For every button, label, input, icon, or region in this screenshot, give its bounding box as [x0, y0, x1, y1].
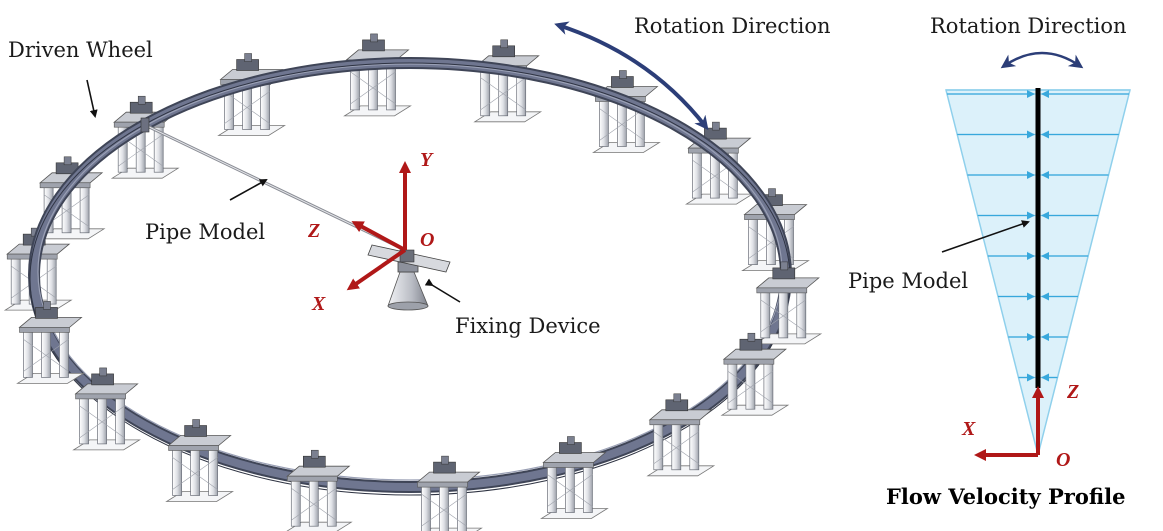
- rotation-direction-arrow: [554, 21, 709, 131]
- coordinate-axes-left: Y Z X O: [307, 149, 434, 315]
- support-stand: [720, 332, 790, 416]
- x-axis-arrow: [346, 248, 407, 291]
- x-axis-label: X: [311, 293, 326, 315]
- driven-wheel-leader: [86, 79, 98, 118]
- support-stand: [343, 33, 412, 117]
- support-stands-front: [16, 261, 823, 531]
- rotation-direction-label-left: Rotation Direction: [634, 14, 831, 38]
- rotating-rig-illustration: Y Z X O Driven Wheel Pipe Model Fixing D…: [3, 14, 831, 531]
- x-axis-label-right: X: [961, 418, 976, 440]
- z-axis-arrow: [351, 221, 406, 252]
- support-stand: [646, 393, 716, 477]
- support-stand: [540, 436, 609, 519]
- pipe-model-leader-right: [941, 220, 1030, 253]
- driven-wheel-label: Driven Wheel: [8, 38, 153, 62]
- support-stand: [72, 367, 141, 451]
- origin-label: O: [420, 229, 434, 251]
- support-stand: [286, 449, 353, 531]
- support-stand: [473, 39, 543, 123]
- support-stand: [753, 261, 823, 345]
- fixing-device: [367, 244, 451, 311]
- z-axis-label-right: Z: [1066, 381, 1079, 403]
- pipe-model-leader: [229, 179, 268, 201]
- support-stand: [16, 301, 85, 384]
- z-axis-label: Z: [307, 220, 320, 242]
- flow-velocity-caption: Flow Velocity Profile: [886, 484, 1125, 509]
- y-axis-label: Y: [420, 149, 434, 171]
- pipe-model-label-left: Pipe Model: [145, 220, 265, 244]
- support-stand: [416, 455, 483, 531]
- support-stand: [165, 419, 234, 502]
- rotation-direction-label-right: Rotation Direction: [930, 14, 1127, 38]
- rotation-direction-arrow-right: [1000, 51, 1084, 69]
- fixing-device-leader: [424, 278, 461, 303]
- fixing-device-label: Fixing Device: [455, 314, 601, 338]
- flow-profile-diagram: Rotation Direction Z X O Pipe Model Flow…: [848, 14, 1131, 509]
- pipe-model-label-right: Pipe Model: [848, 269, 968, 293]
- origin-label-right: O: [1056, 449, 1070, 471]
